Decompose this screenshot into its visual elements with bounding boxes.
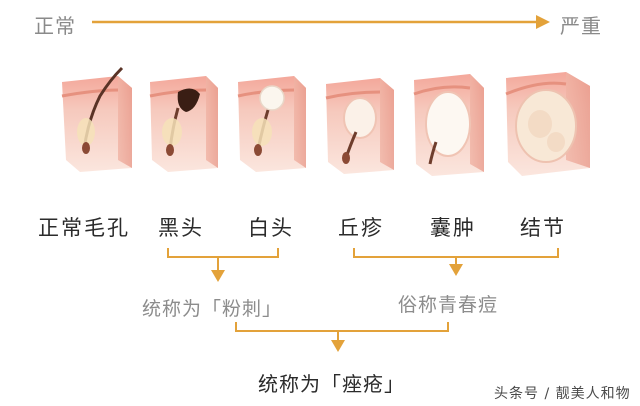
- scale-end-label: 严重: [560, 14, 602, 38]
- comedo-arrowhead: [211, 270, 225, 282]
- nodule-illustration: [505, 72, 590, 176]
- pore-illustrations: [61, 66, 590, 176]
- stage-label-papule: 丘疹: [338, 216, 384, 240]
- normal-pore-illustration: [61, 66, 132, 172]
- final-bracket: [235, 322, 449, 332]
- stage-label-normal-pore: 正常毛孔: [38, 216, 130, 240]
- acne-arrowhead: [449, 264, 463, 276]
- watermark: 头条号 / 靓美人和物: [494, 386, 631, 402]
- final-acne-label: 统称为「痤疮」: [258, 372, 405, 396]
- cyst-illustration: [413, 74, 484, 176]
- stage-label-nodule: 结节: [520, 216, 566, 240]
- severity-arrow: [92, 15, 550, 29]
- blackhead-illustration: [149, 76, 218, 172]
- stage-label-blackhead: 黑头: [158, 216, 204, 240]
- papule-illustration: [325, 78, 394, 174]
- acne-bracket: [353, 248, 559, 258]
- whitehead-illustration: [237, 76, 306, 172]
- acne-group-label: 俗称青春痘: [398, 294, 499, 316]
- stage-label-whitehead: 白头: [248, 216, 294, 240]
- comedo-bracket: [167, 248, 279, 258]
- final-arrowhead: [331, 340, 345, 352]
- scale-start-label: 正常: [34, 14, 76, 38]
- comedo-group-label: 统称为「粉刺」: [142, 298, 283, 320]
- stage-label-cyst: 囊肿: [430, 216, 476, 240]
